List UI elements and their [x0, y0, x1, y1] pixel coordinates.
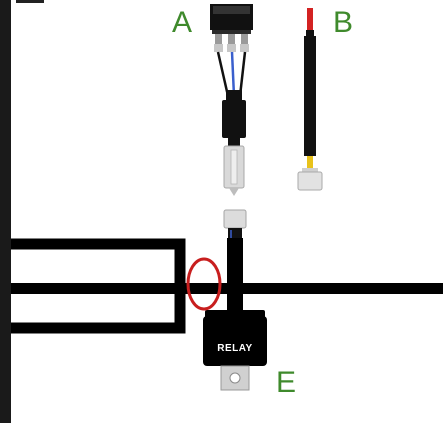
harness-horizontal — [11, 283, 443, 294]
pigtail-connector — [297, 171, 323, 191]
harness — [11, 209, 443, 334]
terminal-center — [228, 34, 235, 48]
relay: RELAY — [203, 310, 267, 391]
clipped-text-fragment — [16, 0, 44, 3]
wire-red-tip — [307, 8, 313, 32]
harness-vertical — [227, 238, 243, 318]
wire-black-right — [238, 51, 247, 97]
label-a: A — [172, 6, 192, 39]
wire-cap — [306, 30, 314, 36]
red-circle-highlight — [186, 257, 222, 311]
wire-yellow-tip — [307, 156, 313, 168]
switch-rocker-top — [213, 6, 250, 14]
relay-label: RELAY — [217, 343, 252, 354]
connector-tip — [229, 188, 239, 196]
relay-mount-hole — [229, 372, 241, 384]
pigtail-connector-cap — [302, 168, 318, 172]
switch-base — [212, 30, 251, 34]
connector-female — [223, 209, 247, 229]
crimp-left — [214, 44, 223, 52]
crimp-center — [227, 44, 236, 52]
terminal-left — [215, 34, 222, 48]
crimp-right — [240, 44, 249, 52]
label-e: E — [276, 366, 296, 399]
sheath-top — [226, 90, 242, 102]
relay-body — [203, 316, 267, 366]
window-edge — [0, 0, 11, 423]
connector-slot — [230, 149, 238, 185]
wire-blue — [230, 51, 236, 97]
wire-body — [304, 36, 316, 156]
sheath-neck — [228, 136, 240, 146]
pigtail-wire — [297, 8, 323, 191]
wire-black-left — [216, 51, 230, 97]
rocker-switch — [210, 4, 253, 196]
terminal-right — [241, 34, 248, 48]
label-b: B — [333, 6, 353, 39]
sheath-grommet — [222, 100, 246, 138]
